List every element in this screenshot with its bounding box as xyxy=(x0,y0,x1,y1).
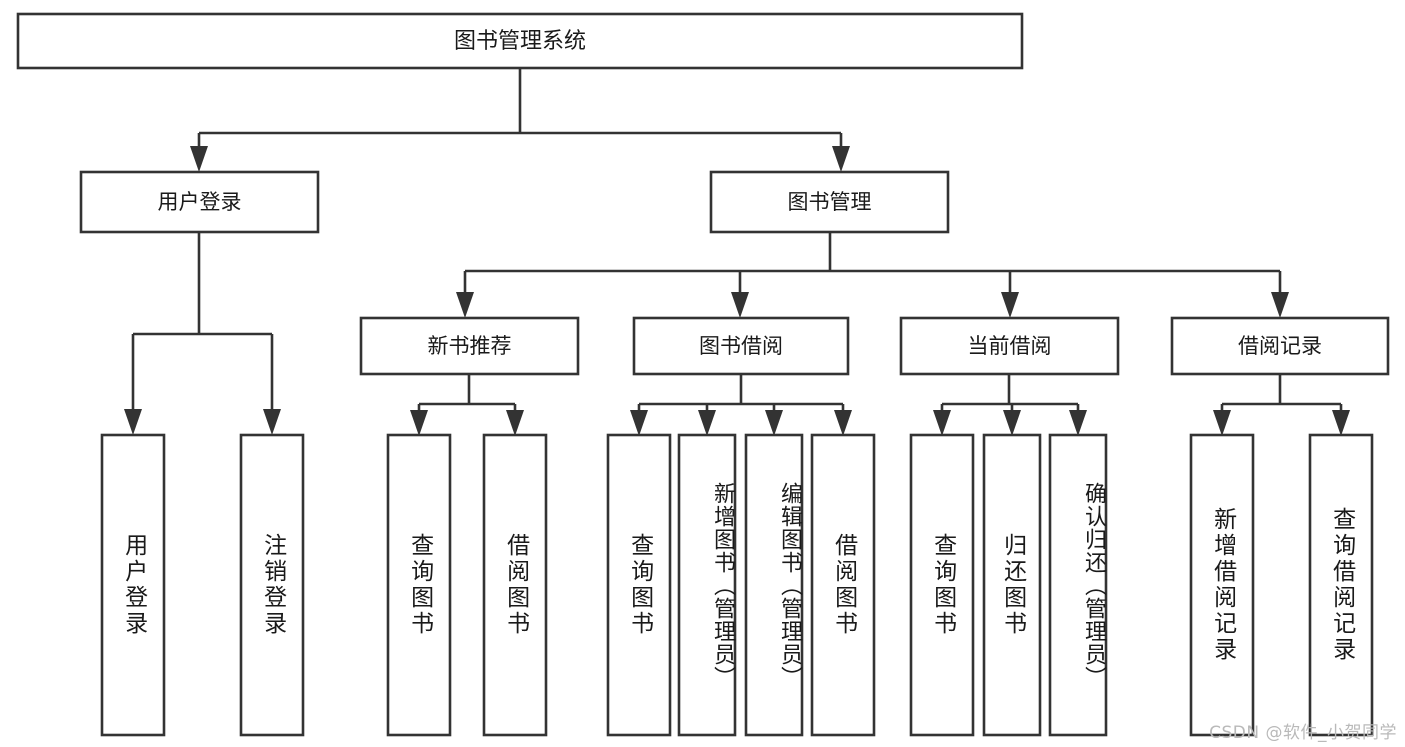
node-leaf-query-book-2[interactable] xyxy=(606,433,672,737)
connector-group-borrow-record xyxy=(1220,374,1343,410)
node-leaf-add-book[interactable] xyxy=(677,433,737,737)
arrow-to-leaf-query-record xyxy=(1332,410,1350,436)
arrow-to-borrow-record xyxy=(1271,292,1289,318)
node-leaf-borrow-book-2[interactable] xyxy=(810,433,876,737)
arrow-to-leaf-confirm-return xyxy=(1069,410,1087,436)
connector-group-book-borrow xyxy=(637,374,845,410)
node-user-login-label: 用户登录 xyxy=(158,190,242,214)
connector-group-book-manage xyxy=(463,232,1282,292)
connector-group-new-book-rec xyxy=(417,374,517,410)
node-book-manage[interactable]: 图书管理 xyxy=(709,170,950,234)
connector-group-current-borrow xyxy=(940,374,1080,410)
node-leaf-confirm-return[interactable] xyxy=(1048,433,1108,737)
arrow-to-leaf-query-book-2 xyxy=(630,410,648,436)
node-leaf-query-record[interactable] xyxy=(1308,433,1374,737)
connector-group-user-login xyxy=(131,232,274,409)
node-new-book-rec[interactable]: 新书推荐 xyxy=(359,316,580,376)
node-leaf-edit-book[interactable] xyxy=(744,433,804,737)
node-book-manage-label: 图书管理 xyxy=(788,190,872,214)
arrow-to-leaf-borrow-book-1 xyxy=(506,410,524,436)
node-current-borrow-label: 当前借阅 xyxy=(968,334,1052,358)
arrow-to-book-borrow xyxy=(731,292,749,318)
csdn-watermark: CSDN @软件_小贺同学 xyxy=(1209,723,1397,743)
node-leaf-user-logout[interactable] xyxy=(239,433,305,737)
connector-group-root xyxy=(197,68,843,146)
arrow-to-leaf-query-book-3 xyxy=(933,410,951,436)
node-root[interactable]: 图书管理系统 xyxy=(16,12,1024,70)
node-leaf-query-book-1[interactable] xyxy=(386,433,452,737)
arrow-to-leaf-user-logout xyxy=(263,409,281,435)
arrow-to-leaf-borrow-book-2 xyxy=(834,410,852,436)
arrow-to-leaf-user-login xyxy=(124,409,142,435)
node-current-borrow[interactable]: 当前借阅 xyxy=(899,316,1120,376)
arrow-to-leaf-return-book xyxy=(1003,410,1021,436)
node-leaf-borrow-book-1[interactable] xyxy=(482,433,548,737)
arrow-to-user-login xyxy=(190,146,208,172)
node-user-login[interactable]: 用户登录 xyxy=(79,170,320,234)
arrow-to-new-book-rec xyxy=(456,292,474,318)
node-root-label: 图书管理系统 xyxy=(454,29,586,54)
node-borrow-record-label: 借阅记录 xyxy=(1238,334,1322,358)
node-leaf-add-record[interactable] xyxy=(1189,433,1255,737)
node-book-borrow-label: 图书借阅 xyxy=(699,334,783,358)
node-borrow-record[interactable]: 借阅记录 xyxy=(1170,316,1390,376)
node-leaf-return-book[interactable] xyxy=(982,433,1042,737)
arrow-to-current-borrow xyxy=(1001,292,1019,318)
node-leaf-query-book-3[interactable] xyxy=(909,433,975,737)
node-book-borrow[interactable]: 图书借阅 xyxy=(632,316,850,376)
arrow-to-leaf-query-book-1 xyxy=(410,410,428,436)
arrow-to-leaf-edit-book xyxy=(765,410,783,436)
arrow-to-book-manage xyxy=(832,146,850,172)
arrow-to-leaf-add-record xyxy=(1213,410,1231,436)
node-leaf-user-login[interactable] xyxy=(100,433,166,737)
node-new-book-rec-label: 新书推荐 xyxy=(428,334,512,358)
arrow-to-leaf-add-book xyxy=(698,410,716,436)
